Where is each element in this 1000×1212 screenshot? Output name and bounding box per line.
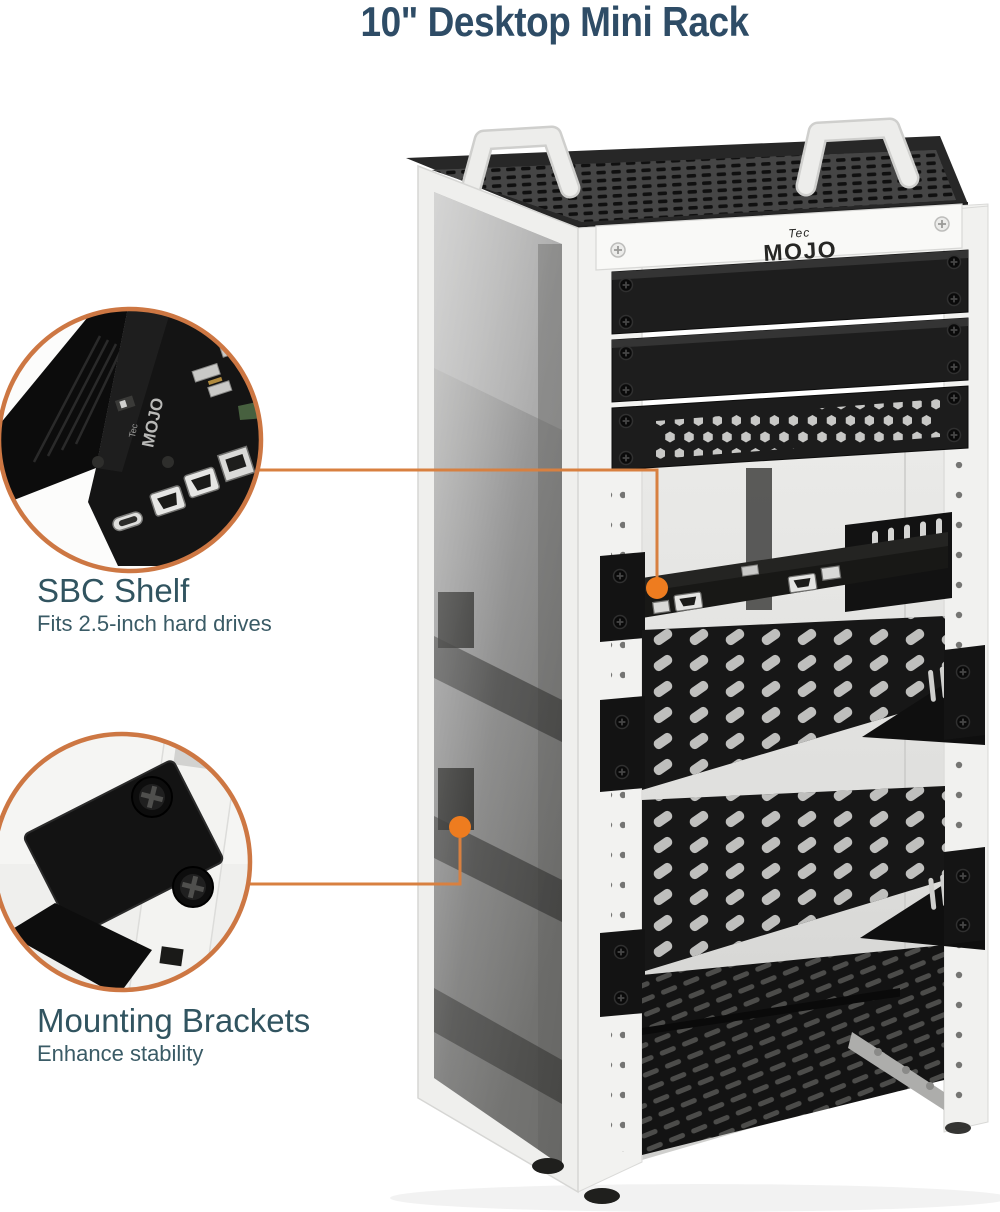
bracket-screw-1 (131, 776, 173, 818)
page-title-text: 10" Desktop Mini Rack (360, 0, 750, 45)
side-panel-acrylic (417, 164, 579, 1194)
callout-ring-sbc (0, 306, 264, 574)
bracket-screw-2 (172, 866, 214, 908)
rack-handle-left (459, 125, 581, 203)
callout-ring-bracket (0, 731, 253, 993)
page-title: 10" Desktop Mini Rack (55, 0, 1000, 46)
sbc-shelf-installed (600, 512, 952, 642)
sbc-brand-tec-text: Tec (127, 422, 140, 438)
brand-tec-text: Tec (788, 225, 811, 240)
sbc-front-ports (112, 445, 256, 532)
vented-shelf-upper (600, 616, 985, 792)
callout-sbc-label-block: SBC Shelf Fits 2.5-inch hard drives (37, 572, 272, 639)
callout-sbc-label: SBC Shelf (37, 572, 190, 609)
vented-shelf-lower (600, 786, 985, 1017)
callout-sbc-description: Fits 2.5-inch hard drives (37, 610, 272, 636)
callout-sbc-photo: Tec MOJO (0, 306, 264, 574)
blank-panel-1 (611, 249, 969, 335)
callout-dot-sbc (646, 577, 668, 599)
rack-handle-right (795, 117, 920, 197)
blank-panel-2 (611, 317, 969, 403)
callout-connector-bracket (248, 816, 471, 886)
callout-bracket-photo (0, 731, 253, 993)
sbc-closeup: Tec MOJO (0, 309, 261, 566)
base-tray (642, 945, 944, 1155)
callout-brackets-label: Mounting Brackets (37, 1002, 311, 1039)
floor-shadow (390, 1184, 1000, 1212)
right-rail-holes (951, 462, 965, 1114)
callout-connector-sbc (259, 468, 668, 599)
rack-feet (532, 1122, 971, 1204)
rack-illustration: Tec MOJO (390, 117, 1000, 1212)
callout-brackets-label-block: Mounting Brackets Enhance stability (37, 1002, 310, 1069)
sbc-board-ports (651, 564, 842, 615)
vent-panel-hex (611, 385, 969, 471)
callout-dot-bracket (449, 816, 471, 838)
callout-brackets-description: Enhance stability (37, 1040, 204, 1066)
bracket-closeup (0, 734, 250, 990)
